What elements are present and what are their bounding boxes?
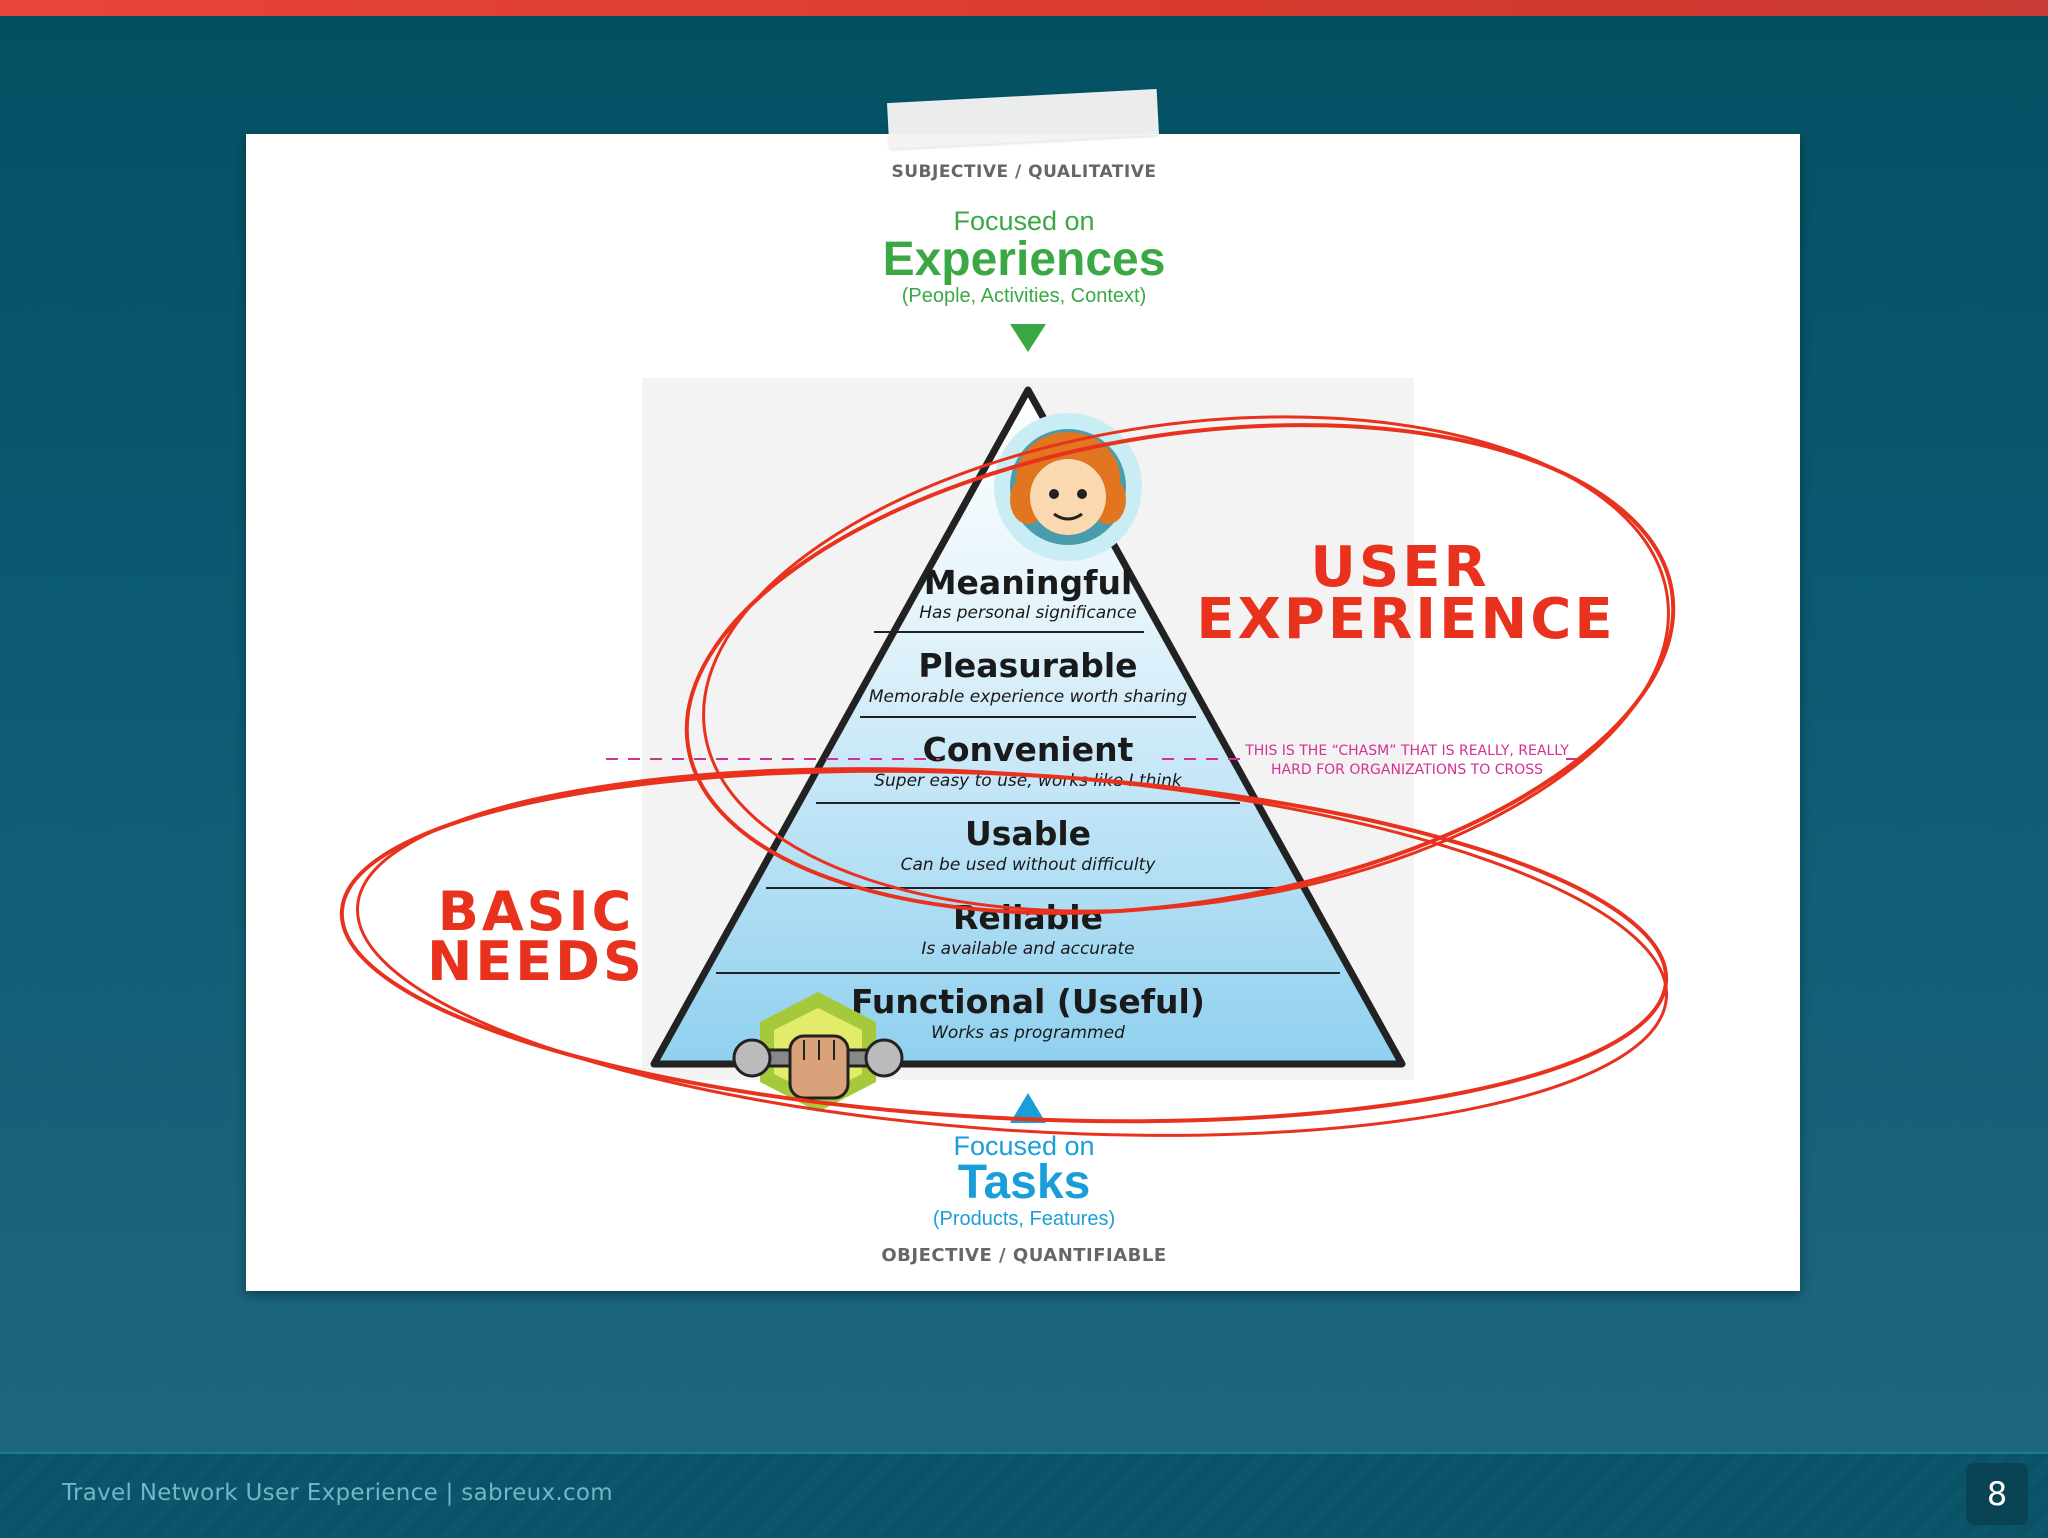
basic-needs-ellipse <box>339 767 1669 1137</box>
level-desc-convenient: Super easy to use, works like I think <box>874 771 1183 791</box>
level-title-functional: Functional (Useful) <box>851 982 1205 1021</box>
subjective-label: SUBJECTIVE / QUALITATIVE <box>891 162 1157 182</box>
level-desc-usable: Can be used without difficulty <box>901 855 1157 875</box>
focused-on-experiences-label: Focused on <box>953 206 1095 236</box>
chasm-note-line2: HARD FOR ORGANIZATIONS TO CROSS <box>1271 762 1543 778</box>
down-arrow-icon <box>1010 324 1046 352</box>
objective-label: OBJECTIVE / QUANTIFIABLE <box>881 1245 1167 1266</box>
level-desc-functional: Works as programmed <box>931 1023 1125 1043</box>
footer-text: Travel Network User Experience | sabreux… <box>62 1480 613 1506</box>
up-arrow-icon <box>1010 1093 1046 1123</box>
level-desc-pleasurable: Memorable experience worth sharing <box>869 687 1187 707</box>
pyramid-triangle <box>650 386 1406 1068</box>
page-number: 8 <box>1966 1463 2028 1525</box>
user-experience-label-line1: USER <box>1310 535 1489 600</box>
experiences-subtitle: (People, Activities, Context) <box>901 285 1147 307</box>
user-experience-label-line2: EXPERIENCE <box>1196 587 1615 652</box>
level-title-pleasurable: Pleasurable <box>918 646 1137 685</box>
experiences-title: Experiences <box>882 233 1166 286</box>
basic-needs-label-line2: NEEDS <box>427 930 645 993</box>
focused-on-tasks-label: Focused on <box>953 1131 1095 1161</box>
chasm-note-line1: THIS IS THE “CHASM” THAT IS REALLY, REAL… <box>1244 743 1569 759</box>
tasks-title: Tasks <box>957 1156 1091 1209</box>
wrench-fist-icon <box>732 992 904 1112</box>
slide-footer <box>0 1452 2048 1538</box>
level-desc-meaningful: Has personal significance <box>919 603 1136 623</box>
top-accent-bar <box>0 0 2048 16</box>
level-title-usable: Usable <box>965 814 1091 853</box>
level-title-meaningful: Meaningful <box>924 563 1133 602</box>
user-face-icon <box>994 413 1142 561</box>
level-desc-reliable: Is available and accurate <box>921 939 1134 959</box>
tasks-subtitle: (Products, Features) <box>932 1208 1116 1230</box>
user-experience-ellipse <box>684 415 1676 915</box>
basic-needs-label-line1: BASIC <box>438 880 635 943</box>
level-title-convenient: Convenient <box>923 730 1134 769</box>
